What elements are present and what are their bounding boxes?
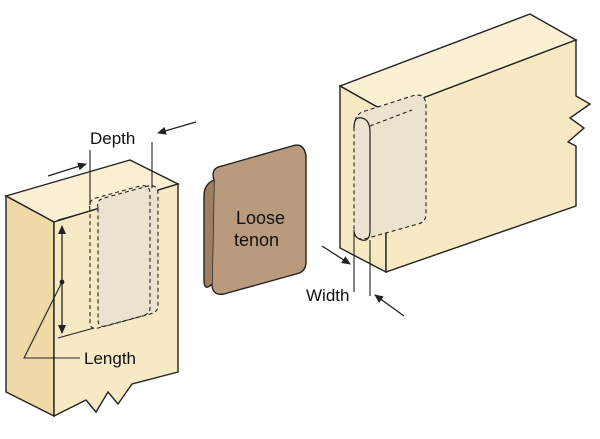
depth-arrow-left — [47, 162, 87, 177]
loose-tenon-label-line2: tenon — [234, 230, 279, 250]
loose-tenon-body — [211, 144, 307, 295]
length-leader — [23, 281, 80, 359]
left-mortise — [89, 185, 159, 329]
length-dimension: Length — [23, 209, 136, 368]
left-workpiece-front — [5, 194, 55, 418]
right-workpiece — [338, 13, 592, 274]
right-workpiece-side — [385, 38, 592, 273]
depth-arrow-right — [157, 121, 197, 135]
width-dimension: Width — [306, 232, 405, 317]
length-label: Length — [84, 349, 136, 368]
depth-label: Depth — [90, 129, 135, 148]
loose-tenon-edge — [203, 179, 215, 288]
left-workpiece — [4, 159, 180, 418]
depth-dimension: Depth — [47, 121, 197, 205]
right-mortise — [353, 94, 427, 241]
width-arrow-left — [321, 245, 351, 265]
width-label: Width — [306, 286, 349, 305]
loose-tenon: Loose tenon — [203, 144, 307, 295]
width-arrow-right — [374, 294, 405, 317]
loose-tenon-label-line1: Loose — [236, 208, 285, 228]
